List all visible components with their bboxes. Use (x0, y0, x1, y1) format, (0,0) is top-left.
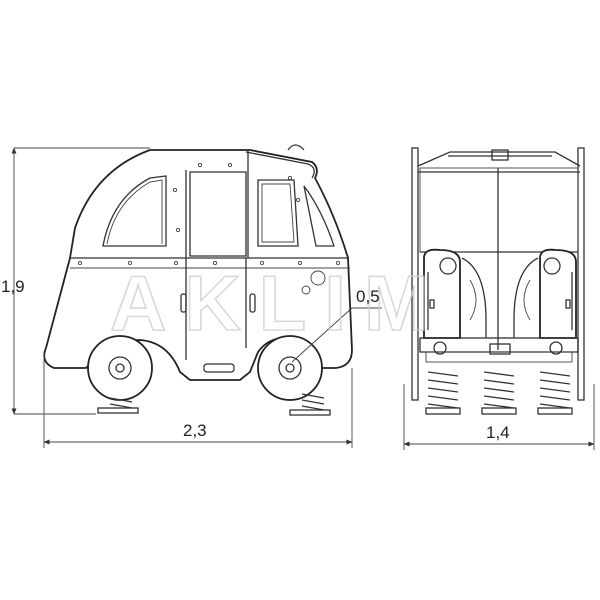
seat-right (539, 248, 577, 339)
dimension-spring-gap: 0,5 (356, 287, 380, 306)
front-spring-center (481, 371, 517, 415)
side-view (11, 144, 382, 448)
front-spring-left (425, 371, 461, 415)
dimension-width: 1,4 (486, 423, 510, 442)
dimension-height: 1,9 (1, 277, 25, 296)
left-post (411, 147, 419, 401)
front-window (102, 175, 167, 247)
door-handle-rear (249, 293, 256, 313)
rear-wheel (257, 335, 323, 401)
door-handle-front (180, 293, 187, 313)
front-spring-right (537, 371, 573, 415)
dimension-length: 2,3 (183, 421, 207, 440)
watermark: AKLIM (110, 259, 447, 347)
front-view (403, 147, 595, 450)
side-spring-front (97, 397, 139, 414)
right-post (577, 147, 585, 401)
front-wheel (87, 335, 153, 401)
seat-left (423, 248, 461, 339)
rear-window (257, 179, 299, 247)
side-spring-rear (289, 393, 331, 416)
middle-window (189, 171, 247, 257)
